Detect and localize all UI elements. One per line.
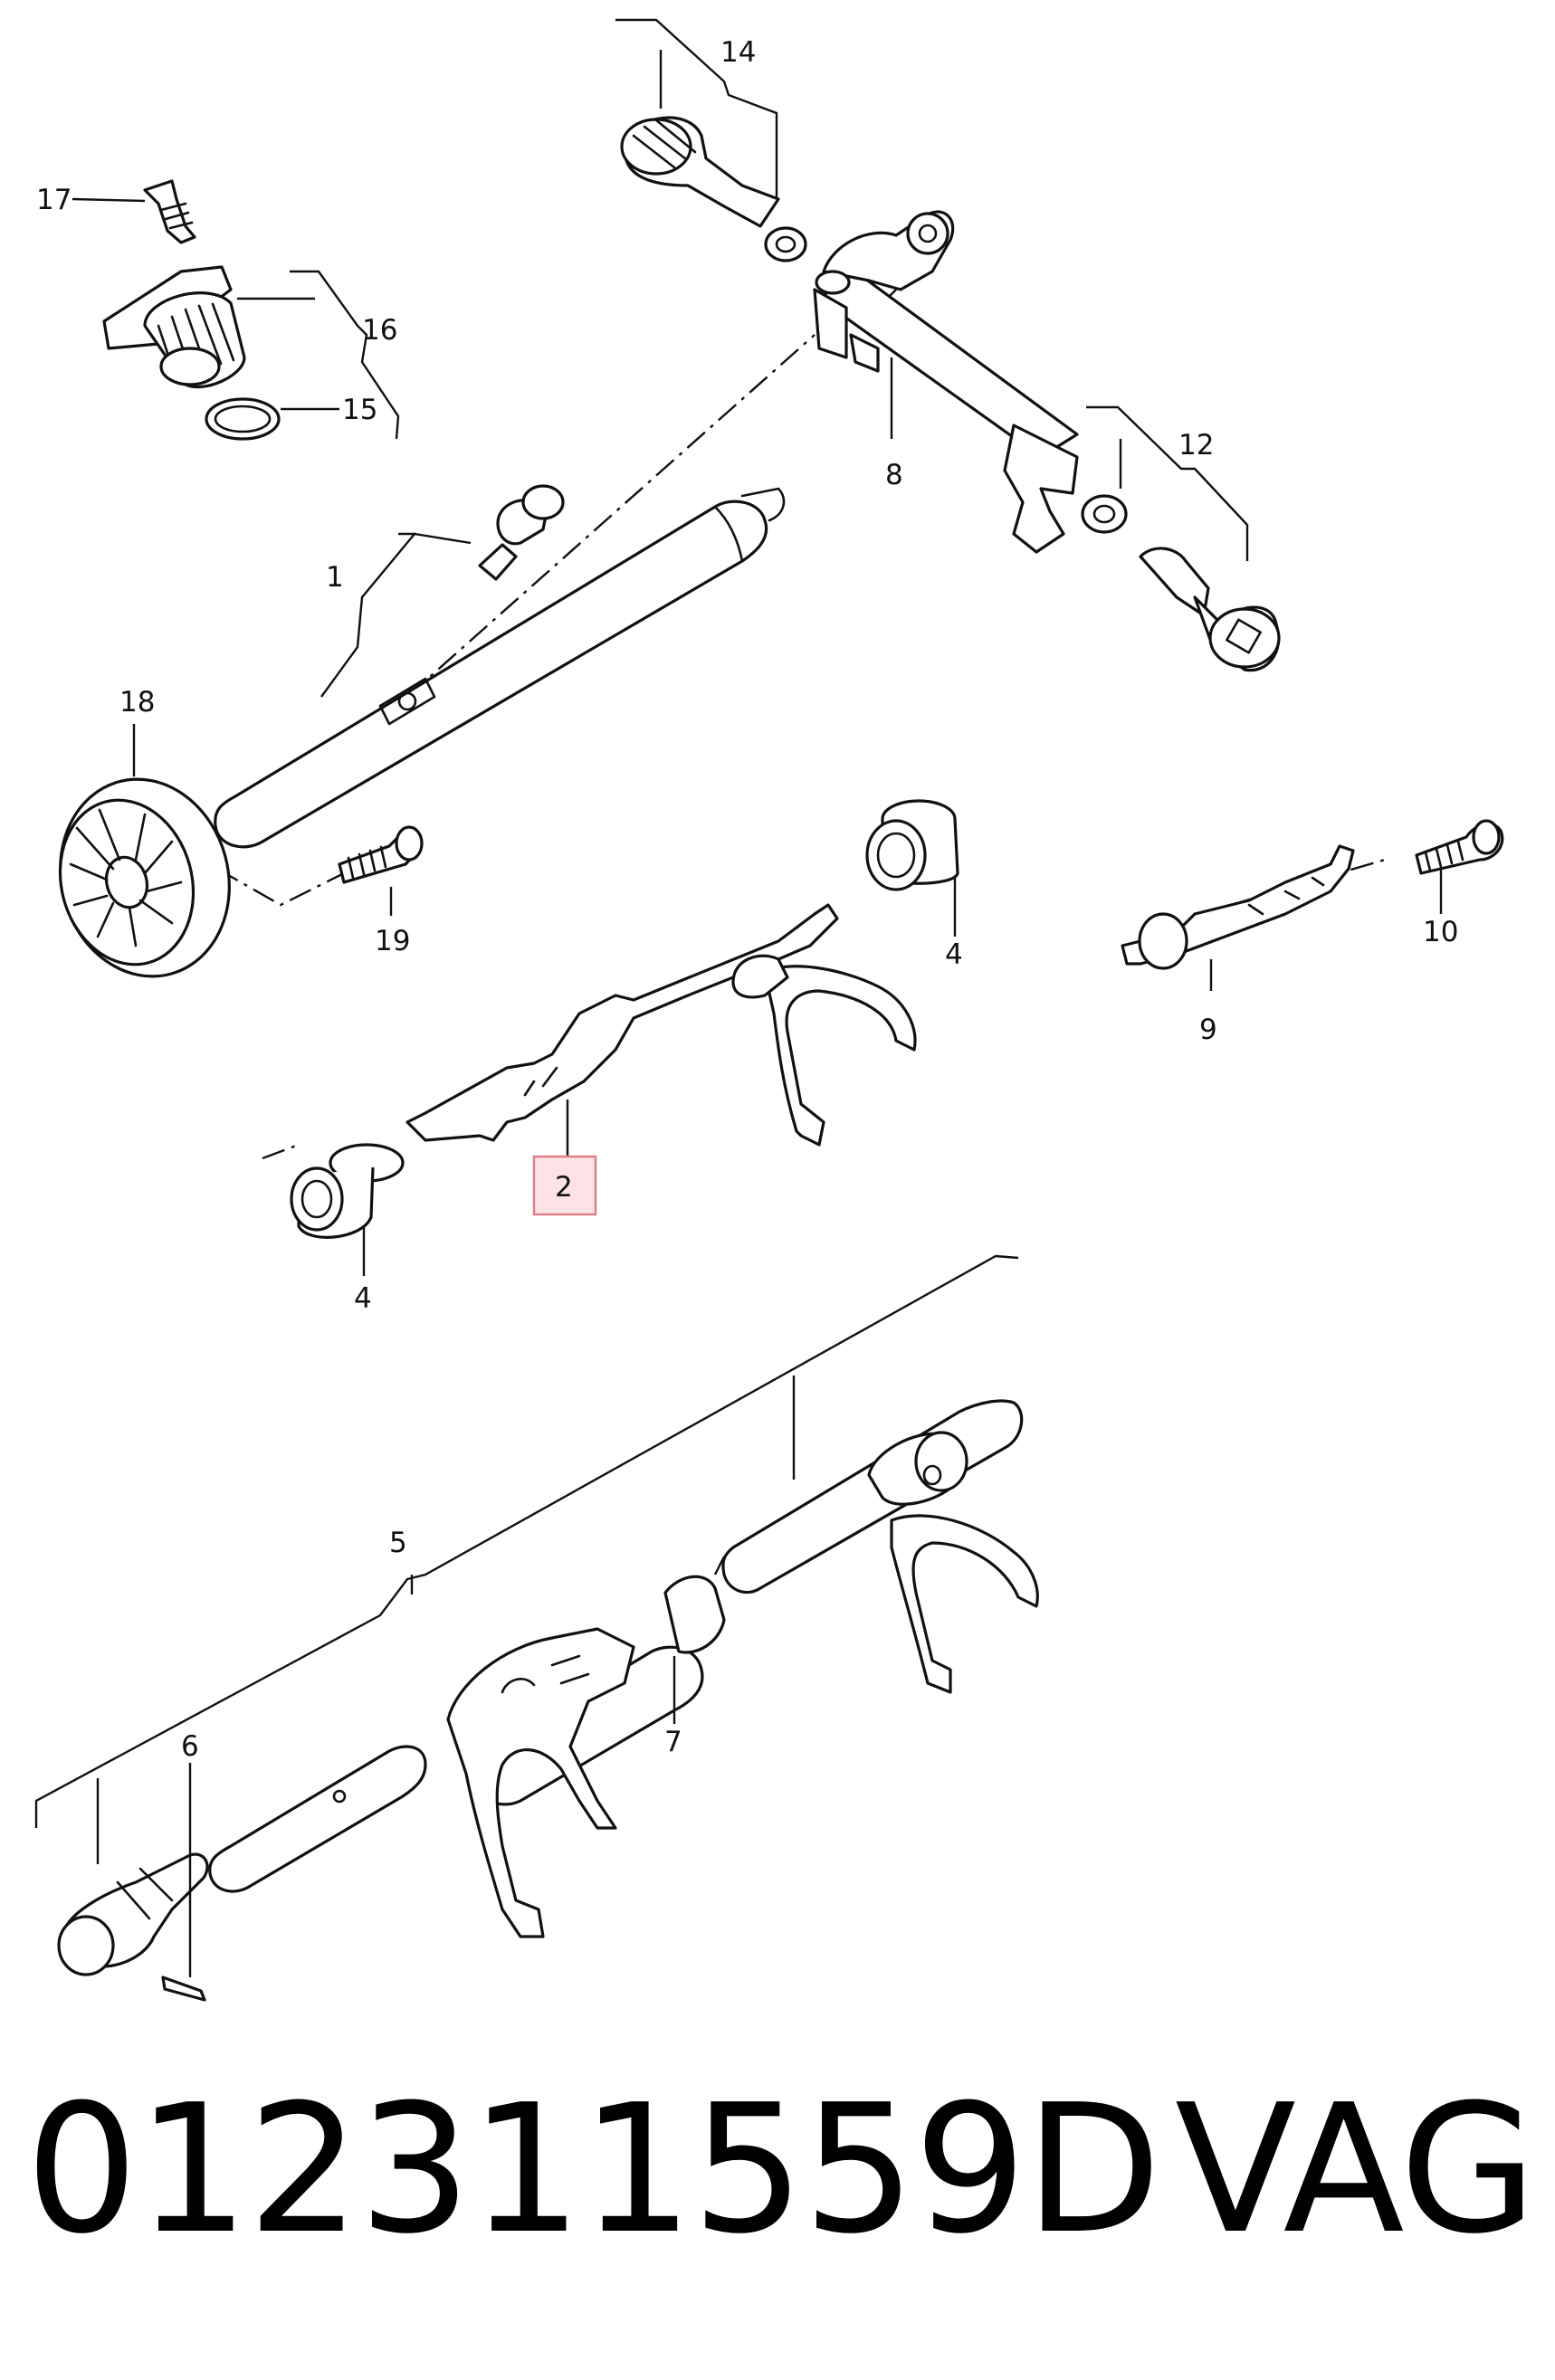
callout-18: 18 (119, 686, 155, 719)
part-18-interlock-disc (58, 777, 231, 978)
callout-4-upper: 4 (945, 938, 963, 971)
exploded-parts-diagram: 14 17 16 15 8 12 1 18 19 4 9 10 2 4 5 6 … (34, 18, 1504, 2002)
part-5-shaft-assembly (57, 1399, 1039, 2002)
callout-16: 16 (362, 314, 397, 347)
brand-name: VAG (1175, 2067, 1537, 2273)
callout-7: 7 (664, 1726, 682, 1758)
callout-12: 12 (1178, 429, 1214, 462)
part-2-shift-fork (405, 903, 917, 1147)
part-17-screw (143, 179, 196, 244)
part-10-screw (1415, 819, 1504, 875)
part-15-o-ring (205, 397, 281, 441)
part-1-shaft (214, 484, 786, 849)
part-8-selector-shaft (813, 210, 1079, 554)
part-19-screw (338, 825, 424, 884)
callout-1: 1 (326, 561, 344, 594)
part-12-bolt (1081, 494, 1281, 672)
callout-2-highlight (532, 1155, 597, 1216)
callout-labels: 14 17 16 15 8 12 1 18 19 4 9 10 2 4 5 6 … (36, 36, 1458, 1763)
callout-2: 2 (555, 1171, 573, 1204)
part-14-bolt (620, 116, 807, 262)
part-9-selector-finger (1121, 844, 1355, 970)
callout-leader-lines (34, 18, 1443, 1977)
callout-14: 14 (720, 36, 756, 69)
callout-8: 8 (885, 459, 903, 491)
callout-15: 15 (342, 394, 377, 426)
part-16-cover (102, 265, 246, 389)
callout-19: 19 (375, 925, 410, 957)
callout-10: 10 (1423, 916, 1458, 948)
callout-5: 5 (389, 1527, 407, 1559)
part-number: 012311559D (25, 2067, 1161, 2273)
callout-4-lower: 4 (354, 1282, 372, 1315)
part-4-sleeve-upper (865, 799, 959, 891)
part-4-sleeve-lower (290, 1143, 405, 1239)
callout-9: 9 (1199, 1014, 1217, 1046)
callout-17: 17 (36, 184, 72, 216)
callout-6: 6 (181, 1730, 199, 1763)
